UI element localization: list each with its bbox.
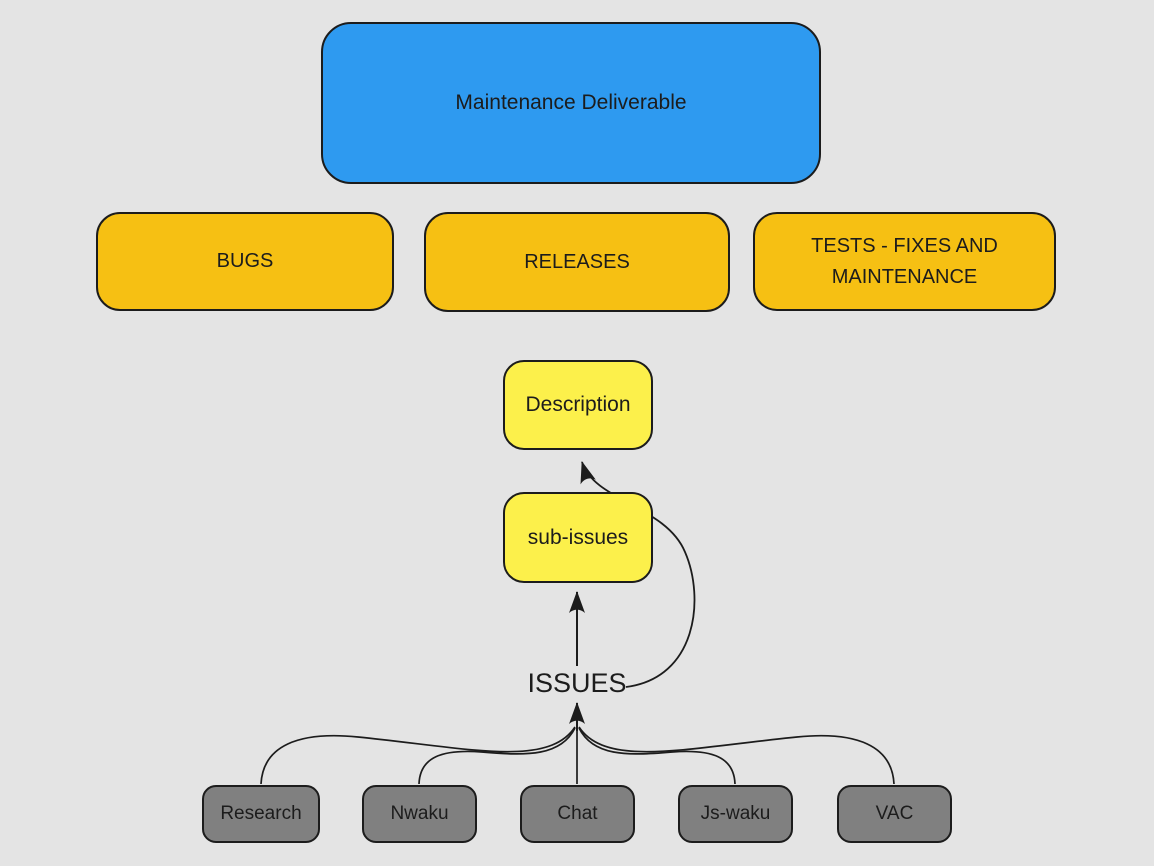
node-js-waku-label: Js-waku xyxy=(700,803,771,824)
node-research[interactable]: Research xyxy=(202,785,320,843)
node-maintenance-deliverable-label: Maintenance Deliverable xyxy=(455,91,687,114)
edge-research-to-issues xyxy=(260,726,576,785)
node-bugs-label: BUGS xyxy=(216,250,274,272)
node-maintenance-deliverable[interactable]: Maintenance Deliverable xyxy=(321,22,821,184)
node-nwaku[interactable]: Nwaku xyxy=(362,785,477,843)
node-issues[interactable]: ISSUES xyxy=(527,668,627,698)
node-vac-label: VAC xyxy=(875,803,914,824)
node-description[interactable]: Description xyxy=(503,360,653,450)
node-sub-issues[interactable]: sub-issues xyxy=(503,492,653,583)
edge-nwaku-to-issues xyxy=(418,727,576,785)
node-releases[interactable]: RELEASES xyxy=(424,212,730,312)
edge-js-waku-to-issues xyxy=(578,727,736,785)
node-vac[interactable]: VAC xyxy=(837,785,952,843)
node-nwaku-label: Nwaku xyxy=(390,803,449,824)
node-tests-label: TESTS - FIXES AND MAINTENANCE xyxy=(811,234,998,288)
node-releases-label: RELEASES xyxy=(524,250,630,273)
node-chat-label: Chat xyxy=(557,803,598,824)
node-bugs[interactable]: BUGS xyxy=(96,212,394,311)
edge-vac-to-issues xyxy=(578,726,895,785)
node-chat[interactable]: Chat xyxy=(520,785,635,843)
node-sub-issues-label: sub-issues xyxy=(527,525,629,549)
node-js-waku[interactable]: Js-waku xyxy=(678,785,793,843)
node-tests[interactable]: TESTS - FIXES AND MAINTENANCE xyxy=(753,212,1056,311)
node-research-label: Research xyxy=(220,803,302,824)
node-description-label: Description xyxy=(525,393,631,416)
